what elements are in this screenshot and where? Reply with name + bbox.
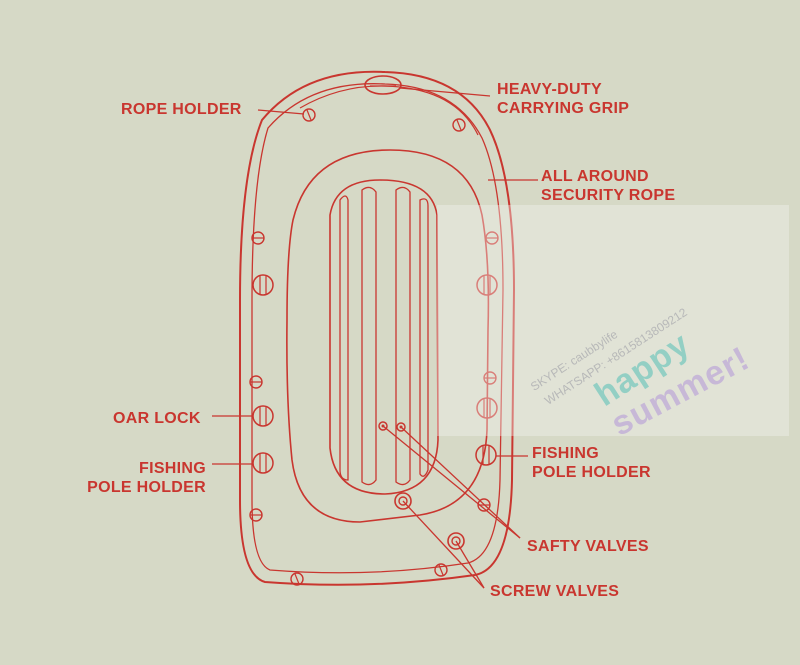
oar-lock-upper-left [252,274,274,296]
oar-lock-right [476,397,498,419]
rope-holder-5 [249,375,263,389]
rope-holder-4 [485,231,499,245]
screw-valve-2 [447,532,465,550]
rope-holder-10 [434,563,448,577]
outer-hull [239,70,516,586]
floor-slat-1 [339,195,349,481]
leader-carrying-grip [399,87,491,97]
leader-safety-1 [382,425,521,539]
rope-holder-9 [290,572,304,586]
fishing-pole-holder-right [475,444,497,466]
label-fishing-pole-holder-right: FISHING POLE HOLDER [532,445,651,481]
label-security-rope: ALL AROUND SECURITY ROPE [541,168,676,204]
rope-holders [249,108,499,586]
rope-holder-1 [302,108,316,122]
rope-holder-2 [452,118,466,132]
rope-holder-3 [251,231,265,245]
leader-safety-2 [400,426,521,539]
floor-slat-4 [419,198,429,477]
inner-hull-line [251,83,504,574]
oar-lock-left [252,405,274,427]
leader-screw-2 [455,540,485,589]
screw-valve-1 [394,492,412,510]
floor-slat-3 [395,186,411,486]
floor-slat-2 [361,186,377,486]
rope-holder-6 [483,371,497,385]
label-safety-valves: SAFTY VALVES [527,538,649,555]
leader-lines [212,87,538,589]
label-fishing-pole-holder-left: FISHING POLE HOLDER [87,460,206,496]
watermark-panel [437,205,789,436]
oar-lock-upper-right [476,274,498,296]
leader-screw-1 [402,500,485,589]
label-screw-valves: SCREW VALVES [490,583,620,600]
center-panel [329,179,439,495]
leader-rope-holder [257,109,305,115]
label-carrying-grip: HEAVY-DUTY CARRYING GRIP [497,81,630,117]
carrying-grip [364,75,402,95]
label-rope-holder: ROPE HOLDER [121,101,242,118]
label-oar-lock: OAR LOCK [113,410,201,427]
rope-holder-7 [249,508,263,522]
fishing-pole-holder-left [252,452,274,474]
floor-outline [286,149,490,523]
